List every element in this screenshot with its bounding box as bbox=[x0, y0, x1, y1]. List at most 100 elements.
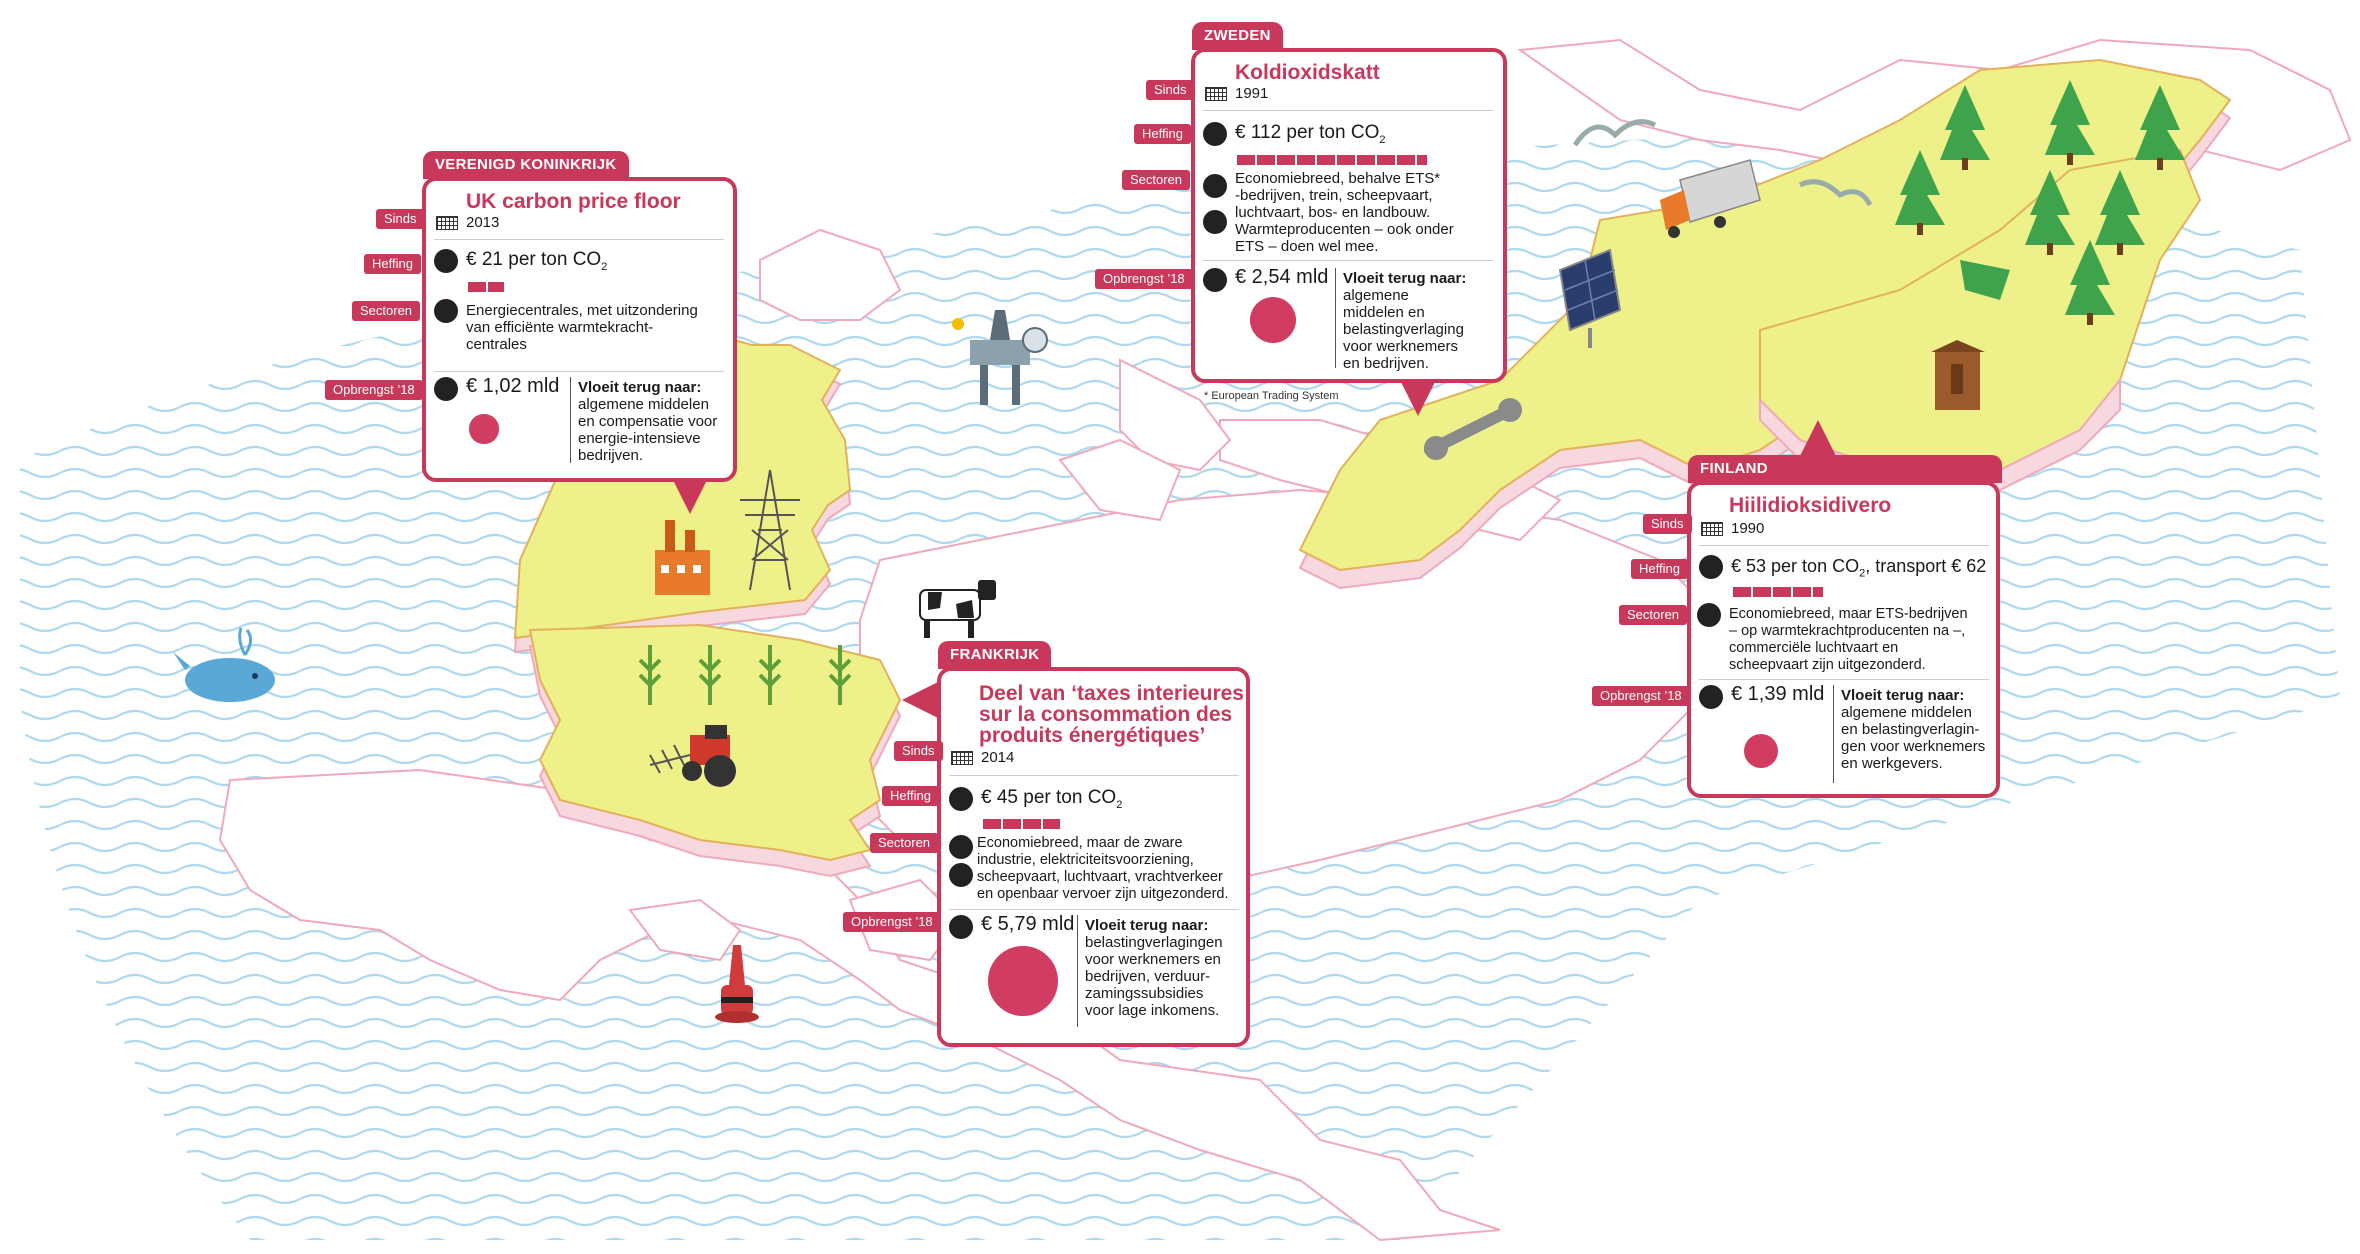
sweden-country-tab: ZWEDEN bbox=[1192, 22, 1283, 50]
whale-icon bbox=[173, 627, 275, 702]
calendar-icon bbox=[436, 216, 458, 230]
separator bbox=[949, 909, 1239, 910]
finland-levy: € 53 per ton CO2, transport € 62 bbox=[1731, 556, 1987, 580]
finland-sectors-label: Sectoren bbox=[1619, 605, 1688, 625]
wheat-icon bbox=[638, 645, 852, 705]
separator bbox=[1335, 268, 1336, 368]
sweden-revenue: € 2,54 mld bbox=[1235, 266, 1329, 288]
sweden-since-label: Sinds bbox=[1146, 80, 1195, 100]
finland-card-pointer bbox=[1800, 420, 1836, 456]
uk-levy-label: Heffing bbox=[364, 254, 421, 274]
bus-icon bbox=[949, 863, 973, 887]
separator bbox=[434, 371, 724, 372]
money-stack-icon bbox=[1203, 268, 1227, 292]
seagull-icon bbox=[1572, 119, 1657, 147]
sweden-info-card: Koldioxidskatt 1991 € 112 per ton CO2 Ec… bbox=[1191, 48, 1507, 383]
factory-icon bbox=[655, 520, 710, 595]
seagull-icon bbox=[1798, 179, 1873, 207]
france-flows-label: Vloeit terug naar: bbox=[1085, 917, 1209, 934]
france-revenue-dot bbox=[988, 946, 1058, 1016]
separator bbox=[434, 239, 724, 240]
money-stack-icon bbox=[949, 915, 973, 939]
calendar-icon bbox=[1701, 522, 1723, 536]
separator bbox=[1077, 915, 1078, 1027]
uk-since-label: Sinds bbox=[376, 209, 425, 229]
finland-levy-bar bbox=[1733, 587, 1823, 597]
uk-revenue: € 1,02 mld bbox=[466, 375, 560, 397]
uk-levy-bar bbox=[468, 282, 504, 292]
scandinavia-landmass bbox=[1298, 58, 2232, 590]
sweden-levy: € 112 per ton CO2 bbox=[1235, 122, 1386, 146]
sweden-sectors-label: Sectoren bbox=[1122, 170, 1191, 190]
separator bbox=[1203, 110, 1493, 111]
sweden-levy-label: Heffing bbox=[1134, 124, 1191, 144]
france-revenue-label: Opbrengst ’18 bbox=[843, 912, 941, 932]
uk-card-pointer bbox=[672, 478, 708, 514]
wrench-icon bbox=[1424, 398, 1522, 460]
france-levy-label: Heffing bbox=[882, 786, 939, 806]
separator bbox=[570, 377, 571, 463]
finland-revenue-label: Opbrengst ’18 bbox=[1592, 686, 1690, 706]
uk-title: UK carbon price floor bbox=[466, 190, 681, 213]
france-levy: € 45 per ton CO2 bbox=[981, 787, 1123, 811]
uk-revenue-label: Opbrengst ’18 bbox=[325, 380, 423, 400]
sweden-card-pointer bbox=[1400, 380, 1436, 416]
separator bbox=[1833, 685, 1834, 783]
finland-levy-label: Heffing bbox=[1631, 559, 1688, 579]
money-stack-icon bbox=[434, 377, 458, 401]
outhouse-icon bbox=[1931, 340, 1985, 410]
cow-icon bbox=[919, 580, 996, 638]
uk-flows-label: Vloeit terug naar: bbox=[578, 379, 702, 396]
uk-info-card: UK carbon price floor 2013 € 21 per ton … bbox=[422, 177, 737, 482]
wheat-icon bbox=[949, 835, 973, 859]
calendar-icon bbox=[1205, 87, 1227, 101]
finland-since-label: Sinds bbox=[1643, 514, 1692, 534]
sweden-since-value: 1991 bbox=[1235, 85, 1269, 102]
finland-info-card: Hiilidioksidivero 1990 € 53 per ton CO2,… bbox=[1687, 481, 2000, 798]
france-since-value: 2014 bbox=[981, 749, 1015, 766]
oil-rig-icon bbox=[952, 310, 1048, 405]
uk-levy: € 21 per ton CO2 bbox=[466, 249, 608, 273]
solar-panel-icon bbox=[1558, 248, 1622, 348]
separator bbox=[949, 775, 1239, 776]
sweden-revenue-dot bbox=[1249, 296, 1297, 344]
uk-revenue-dot bbox=[469, 414, 499, 444]
money-stack-icon bbox=[949, 787, 973, 811]
forest bbox=[1895, 80, 2185, 325]
finland-title: Hiilidioksidivero bbox=[1729, 494, 1892, 517]
separator bbox=[1699, 545, 1989, 546]
money-stack-icon bbox=[1203, 122, 1227, 146]
money-stack-icon bbox=[434, 249, 458, 273]
france-since-label: Sinds bbox=[894, 741, 943, 761]
uk-since-value: 2013 bbox=[466, 214, 500, 231]
sweden-footnote: * European Trading System bbox=[1204, 390, 1339, 402]
france-revenue: € 5,79 mld bbox=[981, 913, 1075, 935]
truck-icon bbox=[1697, 603, 1721, 627]
finland-revenue: € 1,39 mld bbox=[1731, 683, 1825, 705]
sweden-revenue-label: Opbrengst ’18 bbox=[1095, 269, 1193, 289]
finland-country-tab: FINLAND bbox=[1688, 455, 2002, 483]
finland-flows-label: Vloeit terug naar: bbox=[1841, 687, 1965, 704]
uk-sectors-label: Sectoren bbox=[352, 301, 421, 321]
power-pylon-icon bbox=[434, 299, 458, 323]
tractor-icon bbox=[649, 725, 736, 787]
separator bbox=[1203, 260, 1493, 261]
truck-icon bbox=[1660, 159, 1761, 238]
france-sectors-label: Sectoren bbox=[870, 833, 939, 853]
buoy-icon bbox=[715, 945, 759, 1023]
power-pylon-icon bbox=[740, 469, 800, 591]
finland-since-value: 1990 bbox=[1731, 520, 1765, 537]
france-levy-bar bbox=[983, 819, 1060, 829]
france-country-tab: FRANKRIJK bbox=[938, 641, 1052, 669]
sweden-flows-label: Vloeit terug naar: bbox=[1343, 270, 1467, 287]
money-stack-icon bbox=[1699, 685, 1723, 709]
separator bbox=[1699, 679, 1989, 680]
sweden-levy-bar bbox=[1237, 155, 1427, 165]
